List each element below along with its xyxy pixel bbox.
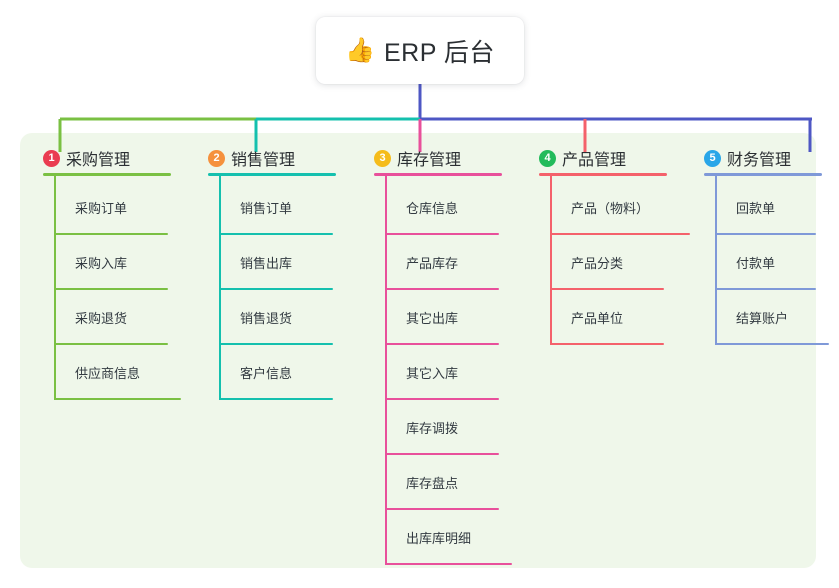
leaf-node-rule xyxy=(385,398,499,400)
root-node[interactable]: 👍 ERP 后台 xyxy=(316,17,524,84)
branch-header-rule xyxy=(374,173,502,176)
leaf-node-label: 库存调拨 xyxy=(406,421,459,436)
leaf-node-label: 销售退货 xyxy=(240,311,293,326)
leaf-node[interactable]: 产品分类 xyxy=(550,244,668,290)
leaf-node[interactable]: 库存调拨 xyxy=(385,409,503,455)
branch-stem xyxy=(715,176,717,345)
page-title: ERP 后台 xyxy=(383,38,495,67)
leaf-node[interactable]: 供应商信息 xyxy=(54,354,185,400)
leaf-node-label: 产品分类 xyxy=(571,256,624,271)
leaf-node-rule xyxy=(715,233,816,235)
leaf-node[interactable]: 销售出库 xyxy=(219,244,337,290)
leaf-node-rule xyxy=(219,343,333,345)
branch-header-5[interactable]: 5 财务管理 xyxy=(704,146,791,170)
branch-number-badge: 4 xyxy=(539,149,556,167)
branch-title: 采购管理 xyxy=(66,152,131,169)
leaf-node[interactable]: 销售订单 xyxy=(219,189,337,235)
leaf-node[interactable]: 销售退货 xyxy=(219,299,337,345)
leaf-node[interactable]: 产品库存 xyxy=(385,244,503,290)
branch-header-rule xyxy=(43,173,171,176)
leaf-node-rule xyxy=(219,398,333,400)
leaf-node-rule xyxy=(385,233,499,235)
branch-number-badge: 5 xyxy=(704,149,721,167)
leaf-node-label: 供应商信息 xyxy=(75,366,141,381)
branch-header-rule xyxy=(704,173,822,176)
leaf-node-rule xyxy=(54,343,168,345)
branch-title: 产品管理 xyxy=(562,152,627,169)
leaf-node[interactable]: 采购退货 xyxy=(54,299,172,345)
root-node-content: 👍 ERP 后台 xyxy=(345,33,495,69)
leaf-node-rule xyxy=(54,233,168,235)
leaf-node-rule xyxy=(54,398,181,400)
leaf-node[interactable]: 采购订单 xyxy=(54,189,172,235)
leaf-node-label: 回款单 xyxy=(736,201,776,216)
leaf-node-rule xyxy=(550,343,664,345)
branch-header-3[interactable]: 3 库存管理 xyxy=(374,146,461,170)
leaf-node-rule xyxy=(219,233,333,235)
leaf-node-label: 销售订单 xyxy=(240,201,293,216)
leaf-node-rule xyxy=(550,288,664,290)
leaf-node[interactable]: 结算账户 xyxy=(715,299,833,345)
thumbs-up-icon: 👍 xyxy=(345,36,375,64)
leaf-node[interactable]: 付款单 xyxy=(715,244,820,290)
leaf-node[interactable]: 产品（物料） xyxy=(550,189,694,235)
branch-header-rule xyxy=(539,173,667,176)
leaf-node[interactable]: 其它出库 xyxy=(385,299,503,345)
leaf-node-label: 采购退货 xyxy=(75,311,128,326)
leaf-node-rule xyxy=(550,233,690,235)
leaf-node[interactable]: 仓库信息 xyxy=(385,189,503,235)
leaf-node[interactable]: 回款单 xyxy=(715,189,820,235)
leaf-node-rule xyxy=(385,288,499,290)
leaf-node-rule xyxy=(385,343,499,345)
branch-title: 库存管理 xyxy=(397,152,462,169)
leaf-node-label: 出库库明细 xyxy=(406,531,472,546)
leaf-node[interactable]: 客户信息 xyxy=(219,354,337,400)
branch-title: 财务管理 xyxy=(727,152,792,169)
branch-number-badge: 2 xyxy=(208,149,225,167)
leaf-node[interactable]: 其它入库 xyxy=(385,354,503,400)
leaf-node-rule xyxy=(385,453,499,455)
leaf-node-label: 付款单 xyxy=(736,256,776,271)
leaf-node-label: 结算账户 xyxy=(736,311,789,326)
branch-number-badge: 1 xyxy=(43,149,60,167)
leaf-node-label: 库存盘点 xyxy=(406,476,459,491)
leaf-node-label: 采购入库 xyxy=(75,256,128,271)
leaf-node-label: 销售出库 xyxy=(240,256,293,271)
branch-header-1[interactable]: 1 采购管理 xyxy=(43,146,130,170)
leaf-node-rule xyxy=(715,343,829,345)
branches-panel xyxy=(20,133,816,568)
leaf-node-label: 产品（物料） xyxy=(571,201,650,216)
leaf-node-label: 其它入库 xyxy=(406,366,459,381)
leaf-node-label: 产品库存 xyxy=(406,256,459,271)
leaf-node-label: 客户信息 xyxy=(240,366,293,381)
branch-title: 销售管理 xyxy=(231,152,296,169)
leaf-node-rule xyxy=(54,288,168,290)
leaf-node-label: 其它出库 xyxy=(406,311,459,326)
branch-stem xyxy=(550,176,552,345)
branch-header-4[interactable]: 4 产品管理 xyxy=(539,146,626,170)
leaf-node-rule xyxy=(385,563,512,565)
leaf-node[interactable]: 采购入库 xyxy=(54,244,172,290)
leaf-node-label: 采购订单 xyxy=(75,201,128,216)
leaf-node-rule xyxy=(219,288,333,290)
branch-header-rule xyxy=(208,173,336,176)
leaf-node-rule xyxy=(385,508,499,510)
branch-header-2[interactable]: 2 销售管理 xyxy=(208,146,295,170)
branch-number-badge: 3 xyxy=(374,149,391,167)
leaf-node[interactable]: 出库库明细 xyxy=(385,519,516,565)
leaf-node-label: 产品单位 xyxy=(571,311,624,326)
leaf-node-label: 仓库信息 xyxy=(406,201,459,216)
leaf-node-rule xyxy=(715,288,816,290)
leaf-node[interactable]: 库存盘点 xyxy=(385,464,503,510)
branch-stem xyxy=(385,176,387,565)
leaf-node[interactable]: 产品单位 xyxy=(550,299,668,345)
